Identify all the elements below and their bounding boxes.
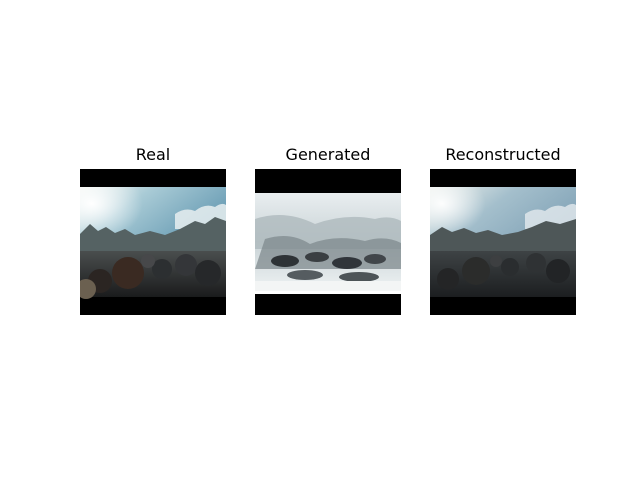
panel-real: Real <box>80 143 226 315</box>
panel-title-reconstructed: Reconstructed <box>445 145 561 164</box>
generated-image <box>255 169 401 315</box>
panel-title-real: Real <box>135 145 171 164</box>
real-image <box>80 169 226 315</box>
panel-title-generated: Generated <box>285 145 371 164</box>
panel-generated: Generated <box>255 143 401 315</box>
reconstructed-image <box>430 169 576 315</box>
panel-reconstructed: Reconstructed <box>430 143 576 315</box>
